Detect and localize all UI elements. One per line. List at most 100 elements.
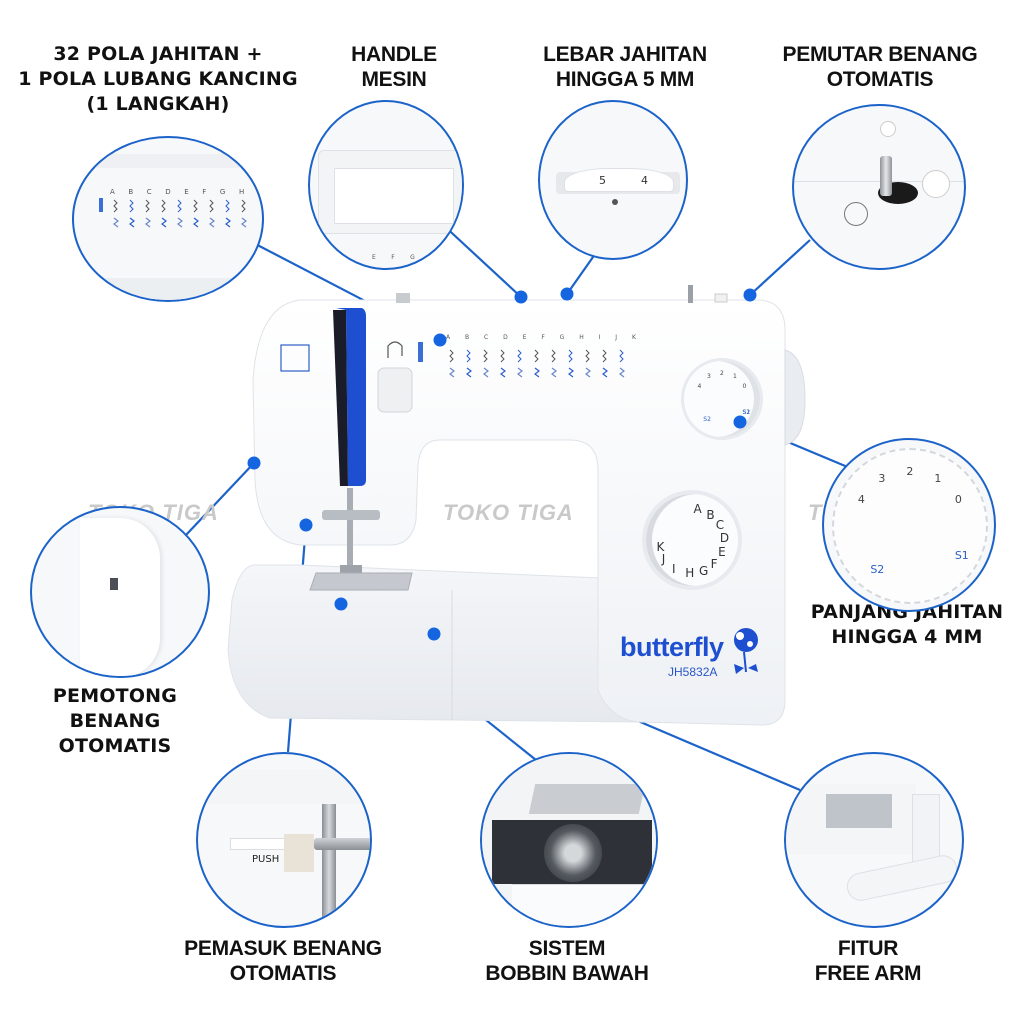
stitch-glyph <box>602 349 607 363</box>
width-mark: 5 <box>599 174 606 187</box>
stitch-glyph <box>568 367 574 378</box>
dial-mark: S2 <box>742 409 751 416</box>
stitch-width-dial: 5 4 <box>564 168 674 192</box>
stitch-glyph <box>145 217 151 228</box>
callout-dot <box>334 597 348 611</box>
pattern-letter: C <box>146 188 152 196</box>
pattern-letter: H <box>579 334 584 341</box>
stitch-glyph <box>177 199 182 213</box>
stitch-glyph <box>193 217 199 228</box>
dial-mark: 4 <box>697 383 702 390</box>
needle-plate <box>309 572 413 591</box>
stitch-glyph <box>517 349 522 363</box>
pattern-letter: F <box>391 254 395 261</box>
dial-mark: 1 <box>733 373 737 381</box>
butterfly-emblem-icon <box>280 344 310 372</box>
label-stitch-width: LEBAR JAHITAN HINGGA 5 MM <box>543 42 707 92</box>
stitch-glyph <box>225 199 230 213</box>
dial-mark: 0 <box>954 492 962 506</box>
stitch-glyph <box>551 367 557 378</box>
stitch-glyph <box>585 367 591 378</box>
pattern-letter: H <box>238 188 245 196</box>
detail-circle-stitch-width: 5 4 <box>538 100 688 260</box>
dial-mark: S1 <box>742 409 751 416</box>
pattern-letter: E <box>522 334 527 341</box>
stitch-glyph <box>241 199 246 213</box>
pattern-letter: B <box>128 188 134 196</box>
cutter-blade-icon <box>110 578 118 590</box>
pattern-letter: H <box>430 254 435 261</box>
label-line: OTOMATIS <box>58 735 172 757</box>
pattern-stitch-chart <box>446 348 636 382</box>
pattern-letter: B <box>465 334 470 341</box>
stitch-glyph <box>585 349 590 363</box>
stitch-glyph <box>449 349 454 363</box>
callout-dot <box>247 456 261 470</box>
callout-dot <box>514 290 528 304</box>
stitch-glyph <box>113 217 119 228</box>
stitch-glyph <box>129 217 135 228</box>
stitch-glyph <box>241 217 247 228</box>
callout-dot <box>743 288 757 302</box>
detail-circle-bobbin-winder <box>792 104 966 270</box>
stitch-glyph <box>602 367 608 378</box>
pattern-letter: G <box>219 188 226 196</box>
dial-mark: B <box>706 507 715 522</box>
dial-mark: C <box>715 518 725 532</box>
connector-bobbin-winder <box>749 239 811 296</box>
bobbin-icon <box>844 202 868 226</box>
model-number: JH5832A <box>668 665 718 679</box>
stitch-glyph <box>466 367 472 378</box>
label-handle: HANDLE MESIN <box>351 42 437 92</box>
reverse-lever <box>377 367 413 413</box>
dial-mark: 4 <box>857 492 865 506</box>
rose-logo-icon <box>734 628 758 674</box>
detail-circle-needle-threader: PUSH <box>196 752 372 928</box>
callout-dot <box>733 415 747 429</box>
stitch-glyph <box>161 217 167 228</box>
label-line: 1 POLA LUBANG KANCING <box>18 68 298 90</box>
blue-thread-guide <box>336 308 366 486</box>
stitch-glyph <box>619 367 625 378</box>
label-stitch-patterns: 32 POLA JAHITAN + 1 POLA LUBANG KANCING … <box>18 42 298 117</box>
bobbin-spindle <box>880 156 892 196</box>
label-line: PEMUTAR BENANG <box>782 43 978 66</box>
pattern-letter: F <box>202 188 207 196</box>
pattern-letter: I <box>257 188 260 196</box>
connector-thread-cutter <box>185 462 255 536</box>
brand-logo: butterfly <box>620 632 724 662</box>
dial-mark: 1 <box>934 472 942 485</box>
connector-handle <box>439 221 522 298</box>
label-line: LEBAR JAHITAN <box>543 43 707 66</box>
stitch-glyph <box>209 199 214 213</box>
label-thread-cutter: PEMOTONG BENANG OTOMATIS <box>53 684 177 759</box>
stitch-glyph <box>500 367 506 378</box>
label-line: MESIN <box>361 68 427 91</box>
push-label: PUSH <box>252 854 280 865</box>
bobbin-case-icon <box>544 824 602 882</box>
stitch-glyph <box>534 367 540 378</box>
label-line: OTOMATIS <box>229 962 337 985</box>
stitch-glyph <box>177 217 183 228</box>
callout-dot <box>427 627 441 641</box>
stitch-glyph <box>551 349 556 363</box>
stitch-glyph <box>483 349 488 363</box>
dial-mark: 0 <box>742 383 747 390</box>
stitch-glyph <box>466 349 471 363</box>
callout-dot <box>560 287 574 301</box>
callout-dot <box>299 518 313 532</box>
detail-circle-thread-cutter <box>30 506 210 678</box>
pattern-letter: A <box>110 188 115 196</box>
needle-plate-small <box>826 794 892 828</box>
dial-mark: 3 <box>878 472 886 485</box>
label-bobbin-system: SISTEM BOBBIN BAWAH <box>485 936 649 986</box>
label-line: OTOMATIS <box>826 68 934 91</box>
callout-dot <box>433 333 447 347</box>
label-line: HINGGA 5 MM <box>555 68 695 91</box>
stitch-glyph <box>113 199 118 213</box>
